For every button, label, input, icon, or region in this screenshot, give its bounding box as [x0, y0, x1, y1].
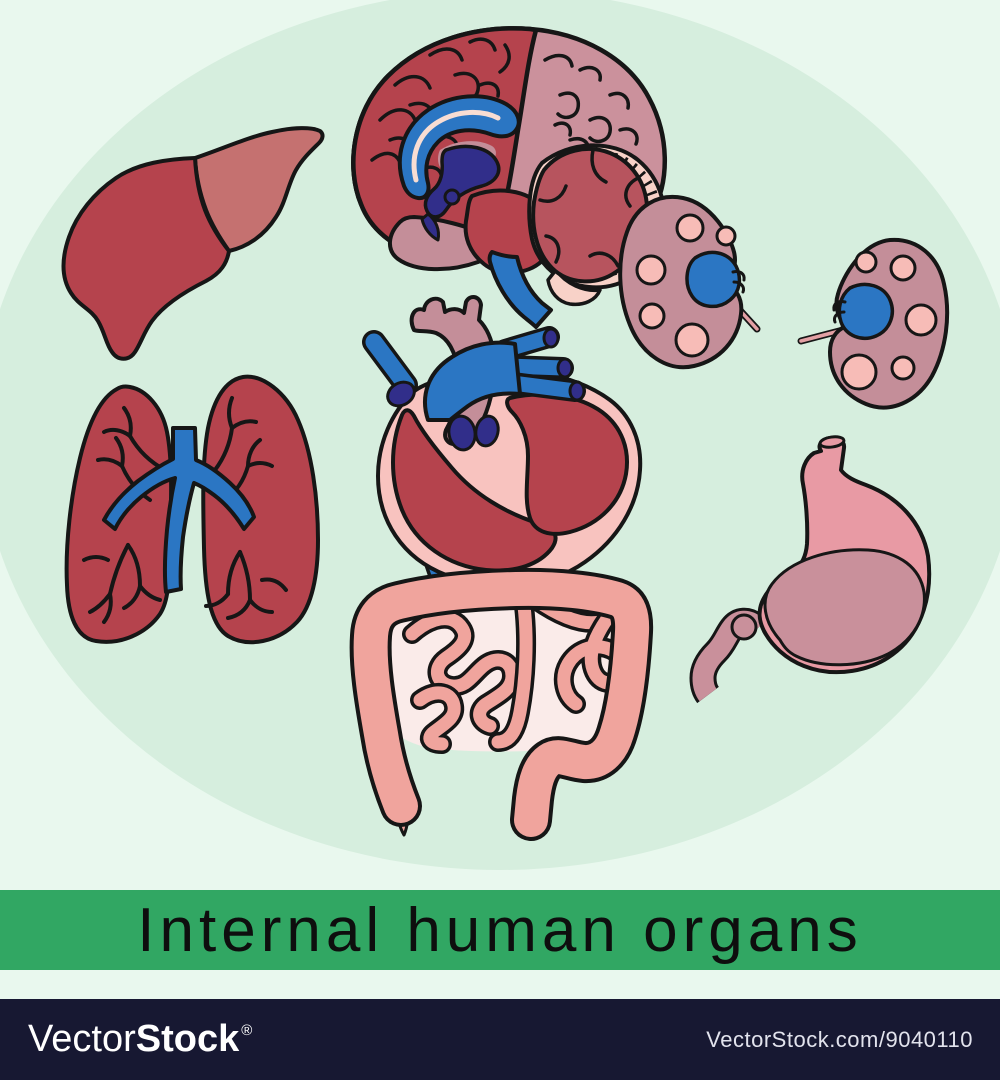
kidney-left-icon	[618, 194, 761, 370]
brand-bold: Stock	[135, 1018, 240, 1060]
organs-illustration	[0, 0, 1000, 870]
page-title: Internal human organs	[137, 895, 863, 965]
stomach-icon	[689, 435, 932, 704]
vectorstock-logo: VectorStock®	[28, 1018, 253, 1061]
bottom-spacer	[0, 970, 1000, 999]
lungs-icon	[64, 374, 320, 645]
heart-icon	[362, 295, 643, 588]
brain-icon	[351, 26, 667, 329]
brand-light: Vector	[28, 1018, 136, 1060]
intestines-icon	[349, 567, 654, 841]
credit-url: VectorStock.com/9040110	[706, 1026, 973, 1052]
liver-icon	[61, 126, 325, 361]
watermark-bar: VectorStock® VectorStock.com/9040110	[0, 999, 1000, 1080]
title-banner: Internal human organs	[0, 890, 1000, 970]
kidney-right-icon	[797, 237, 950, 410]
registered-mark: ®	[241, 1022, 253, 1039]
